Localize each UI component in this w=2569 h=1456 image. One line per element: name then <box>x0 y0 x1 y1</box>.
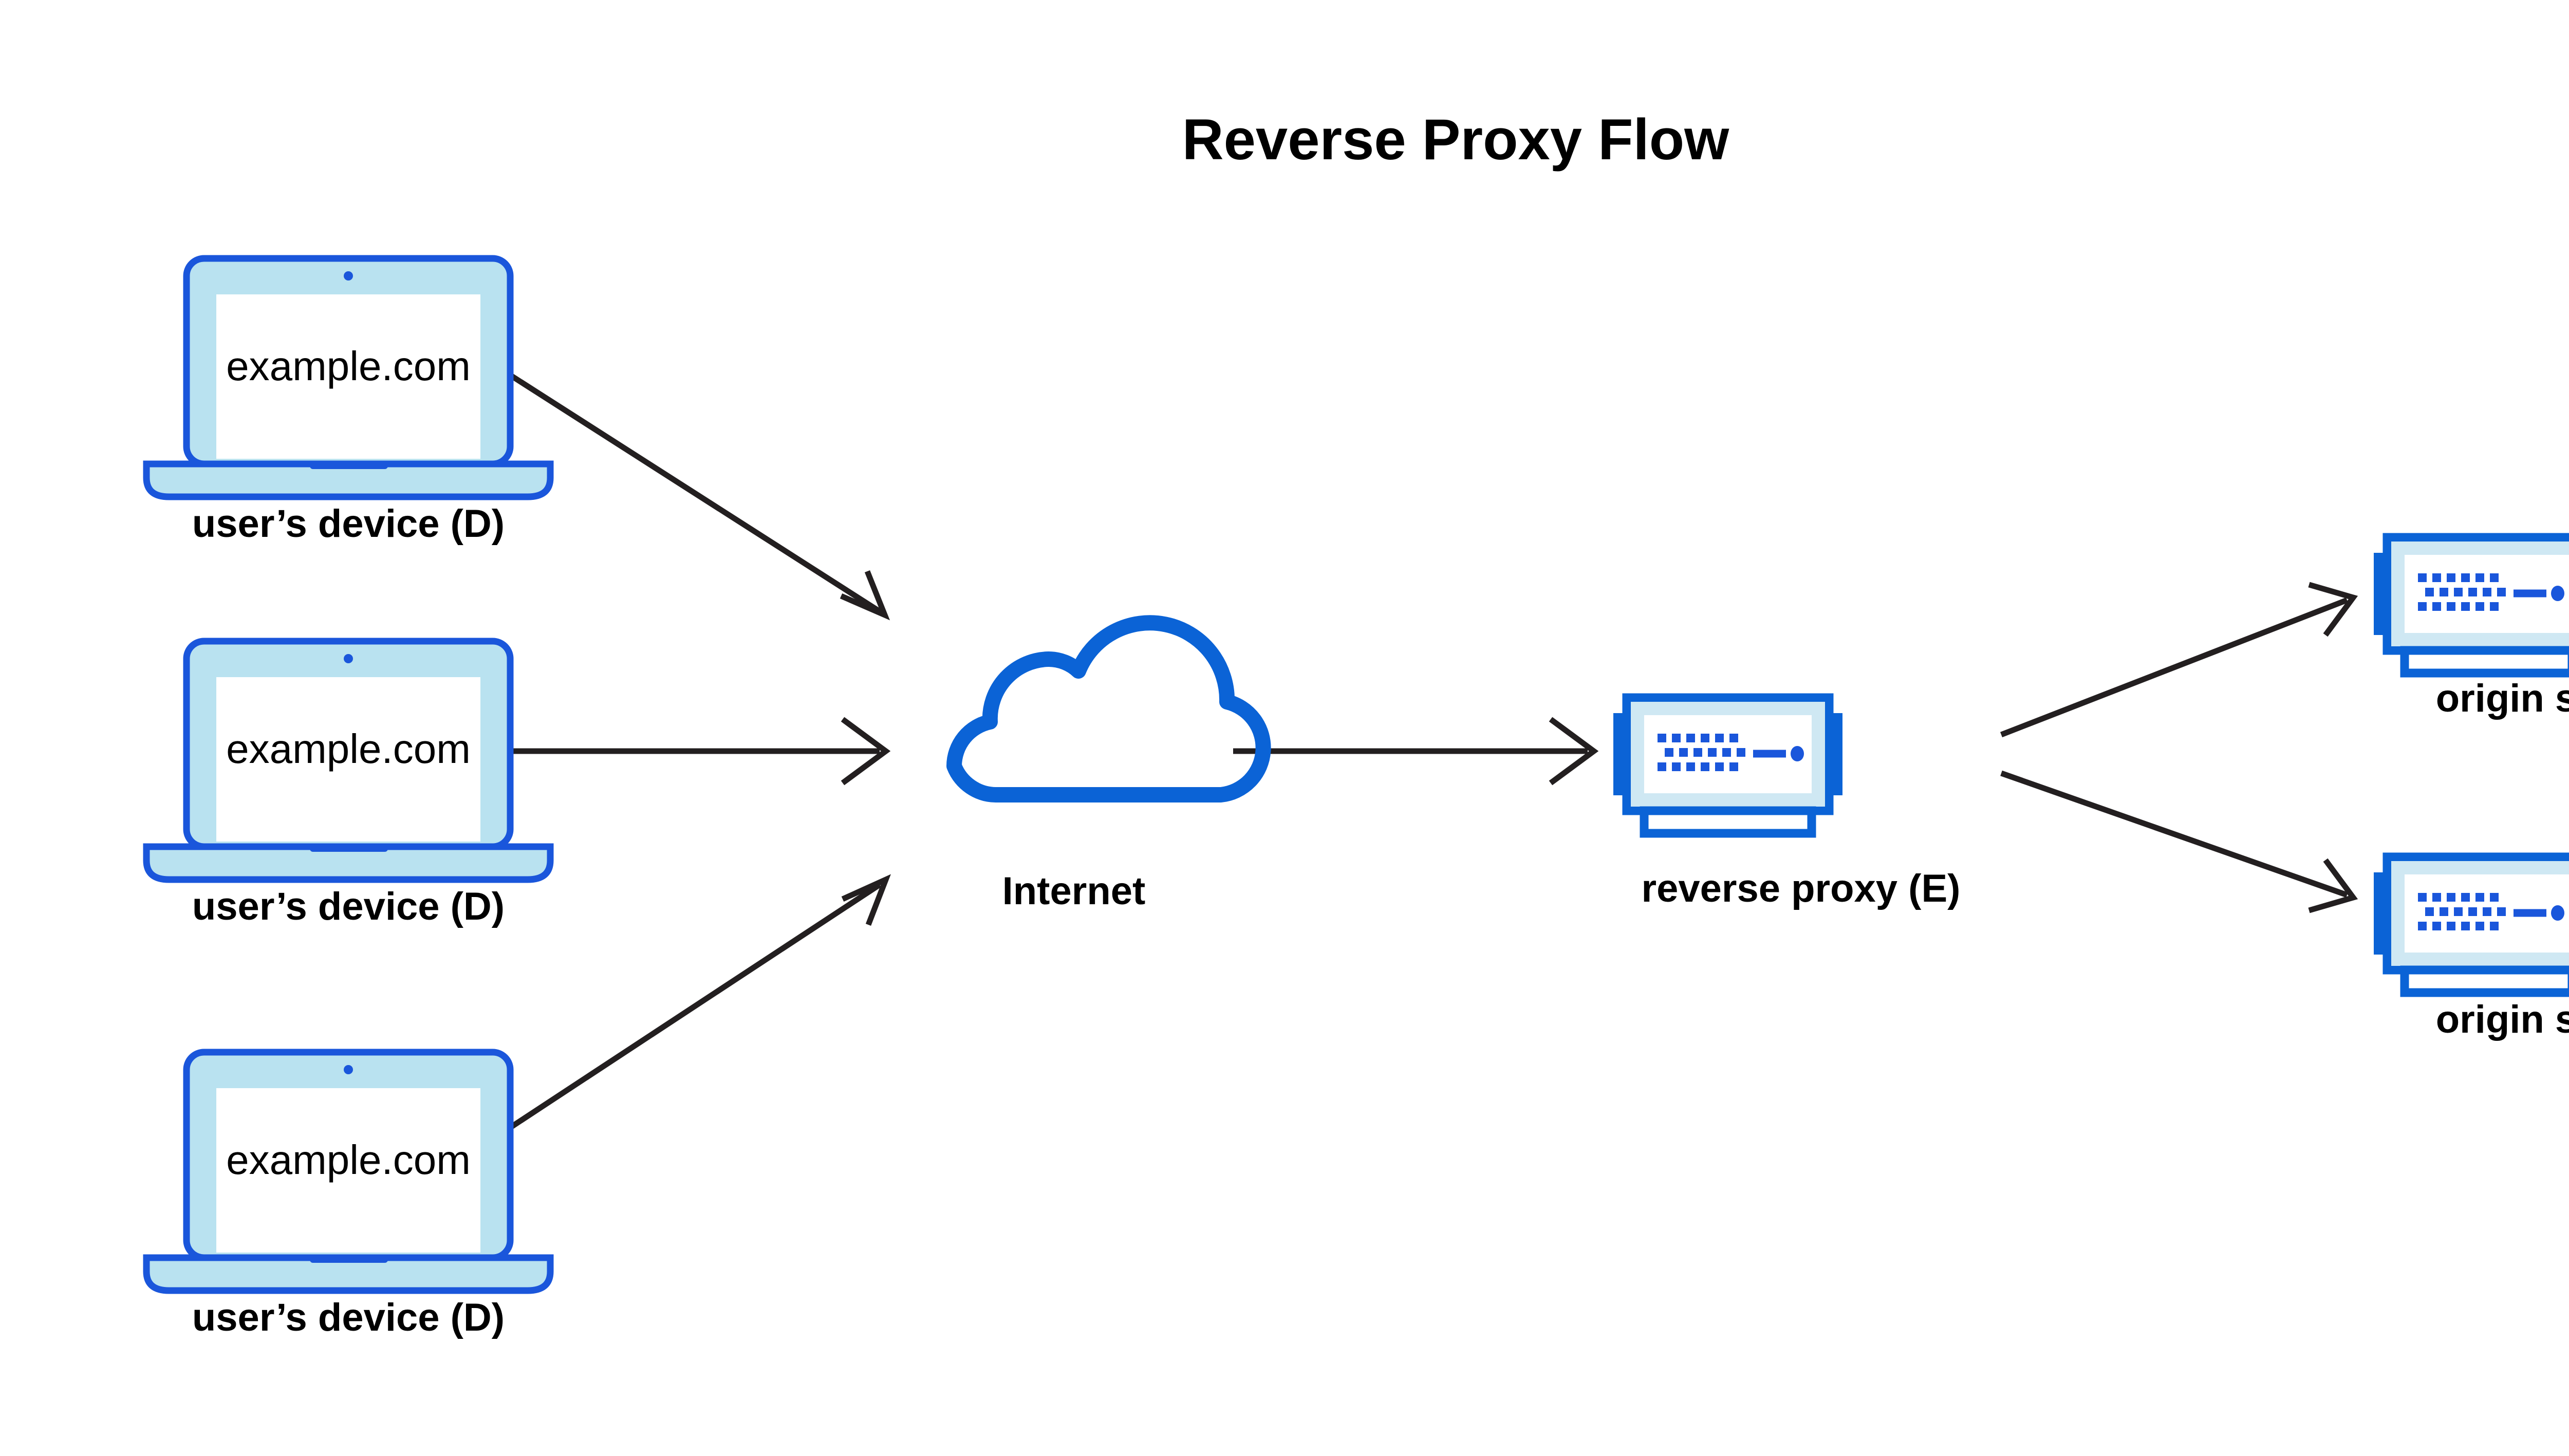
node-origin-bottom[interactable]: origin server (F) <box>2374 857 2569 1041</box>
device-screen-text: example.com <box>226 1137 471 1183</box>
page-title: Reverse Proxy Flow <box>1182 107 1729 172</box>
device-label: user’s device (D) <box>192 885 505 928</box>
origin-server-label: origin server (F) <box>2436 998 2569 1041</box>
device-screen-text: example.com <box>226 343 471 389</box>
reverse-proxy-label: reverse proxy (E) <box>1642 867 1961 910</box>
cloud-icon <box>954 623 1263 795</box>
node-reverse-proxy[interactable]: reverse proxy (E) <box>1613 698 1961 910</box>
node-internet[interactable]: Internet <box>954 623 1263 913</box>
edge-layer <box>504 370 2358 1133</box>
server-icon <box>2374 857 2569 993</box>
edge-device-bottom-to-internet <box>504 874 891 1133</box>
edge-device-top-to-internet <box>505 370 890 621</box>
edge-proxy-to-origin-bottom <box>2000 770 2358 913</box>
server-icon <box>2374 537 2569 673</box>
device-label: user’s device (D) <box>192 502 505 546</box>
node-device-bottom[interactable]: example.com user’s device (D) <box>146 1052 550 1339</box>
internet-label: Internet <box>1002 869 1146 913</box>
edge-device-middle-to-internet <box>506 717 891 786</box>
node-device-top[interactable]: example.com user’s device (D) <box>146 258 550 546</box>
device-screen-text: example.com <box>226 726 471 772</box>
server-icon <box>1613 698 1842 833</box>
device-label: user’s device (D) <box>192 1296 505 1339</box>
edge-internet-to-proxy <box>1233 717 1599 786</box>
origin-server-label: origin server (F) <box>2436 677 2569 720</box>
node-origin-top[interactable]: origin server (F) <box>2374 537 2569 720</box>
edge-proxy-to-origin-top <box>2000 582 2358 738</box>
node-device-middle[interactable]: example.com user’s device (D) <box>146 641 550 928</box>
